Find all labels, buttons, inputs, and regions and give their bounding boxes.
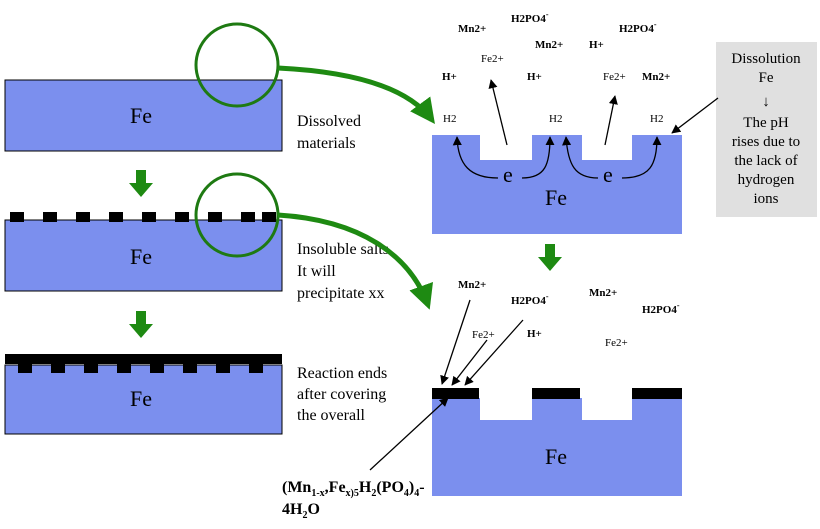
process-down-arrow: [129, 311, 153, 338]
metal-label: Fe: [545, 444, 567, 469]
crystal-nuclei: [10, 212, 276, 222]
gas-label: H2: [650, 113, 663, 125]
electron-label: e: [503, 162, 513, 187]
note-line: Fe: [759, 70, 774, 86]
caption-line: after covering: [297, 386, 386, 403]
caption-line: Insoluble salts: [297, 241, 389, 258]
electron-flow: [452, 136, 662, 179]
process-down-arrow: [129, 170, 153, 197]
metal-label: Fe: [130, 103, 152, 128]
caption-line: It will: [297, 263, 336, 280]
ion-label: Fe2+: [603, 71, 626, 83]
callout-curve-arrow: [277, 212, 433, 310]
note-line: rises due to: [732, 134, 800, 150]
caption-line: materials: [297, 135, 356, 152]
note-box: Dissolution Fe ↓ The pH rises due to the…: [671, 42, 817, 217]
caption-line: Dissolved: [297, 113, 361, 130]
ion-label: H2PO4-: [642, 301, 680, 316]
note-pointer-arrow: [671, 97, 719, 134]
coating-teeth: [18, 363, 263, 373]
ion-label: Fe2+: [472, 329, 495, 341]
note-line: The pH: [743, 115, 789, 131]
coating-layer: [5, 354, 282, 364]
ion-label: H2PO4-: [511, 292, 549, 307]
formula-line-1: (Mn1-x,Fex)5H2(PO4)4-: [282, 479, 425, 499]
formula-line-2: 4H2O: [282, 501, 320, 521]
ion-label: H2PO4-: [511, 10, 549, 25]
metal-label: Fe: [545, 185, 567, 210]
deposition-arrow: [440, 299, 471, 385]
metal-label: Fe: [130, 244, 152, 269]
electron-label: e: [603, 162, 613, 187]
caption-line: Reaction ends: [297, 365, 387, 382]
coating-formula: (Mn1-x,Fex)5H2(PO4)4- 4H2O: [282, 397, 449, 521]
deposition-arrow: [464, 319, 524, 386]
down-arrow-icon: ↓: [762, 94, 770, 110]
caption-line: precipitate xx: [297, 285, 385, 302]
note-line: Dissolution: [731, 51, 801, 67]
ion-label: Mn2+: [535, 39, 563, 51]
note-line: ions: [753, 191, 778, 207]
metal-block: [4, 79, 283, 152]
ion-label: Fe2+: [605, 337, 628, 349]
ion-label: Mn2+: [458, 279, 486, 291]
ion-label: Mn2+: [458, 23, 486, 35]
callout-circle: [194, 22, 280, 108]
caption-line: the overall: [297, 407, 366, 424]
process-down-arrow: [538, 244, 562, 271]
ion-label: H+: [589, 39, 604, 51]
ion-label: Mn2+: [642, 71, 670, 83]
gas-label: H2: [443, 113, 456, 125]
phosphate-crystals: [432, 388, 682, 399]
deposition-arrow: [451, 339, 488, 386]
dissolution-arrow: [488, 79, 508, 146]
left-panel-2: Fe Insoluble salts It will precipitate x…: [4, 212, 389, 302]
metal-label: Fe: [130, 386, 152, 411]
note-line: hydrogen: [738, 172, 795, 188]
gas-label: H2: [549, 113, 562, 125]
ion-label: H+: [527, 71, 542, 83]
ion-label: Mn2+: [589, 287, 617, 299]
callout-curve-arrow: [277, 65, 435, 125]
ion-label: H+: [527, 328, 542, 340]
note-line: the lack of: [734, 153, 797, 169]
ion-label: H+: [442, 71, 457, 83]
formula-pointer-arrow: [369, 397, 449, 471]
metal-block: [4, 364, 283, 435]
left-panel-1: Fe Dissolved materials: [4, 79, 361, 152]
bottom-right-panel: Fe Mn2+ H2PO4- Mn2+ H2PO4- Fe2+ H+ Fe2+: [432, 279, 682, 496]
top-right-panel: Fe e e Mn2+ H2PO4- Mn2+ H+ H2PO4- Fe2+ H…: [432, 10, 682, 234]
metal-surface-pitted: [432, 398, 682, 496]
ion-label: Fe2+: [481, 53, 504, 65]
note-box-background: [716, 42, 817, 217]
ion-label: H2PO4-: [619, 20, 657, 35]
left-panel-3: Fe Reaction ends after covering the over…: [4, 354, 387, 435]
metal-surface-pitted: [432, 135, 682, 234]
dissolution-arrow: [604, 95, 618, 146]
